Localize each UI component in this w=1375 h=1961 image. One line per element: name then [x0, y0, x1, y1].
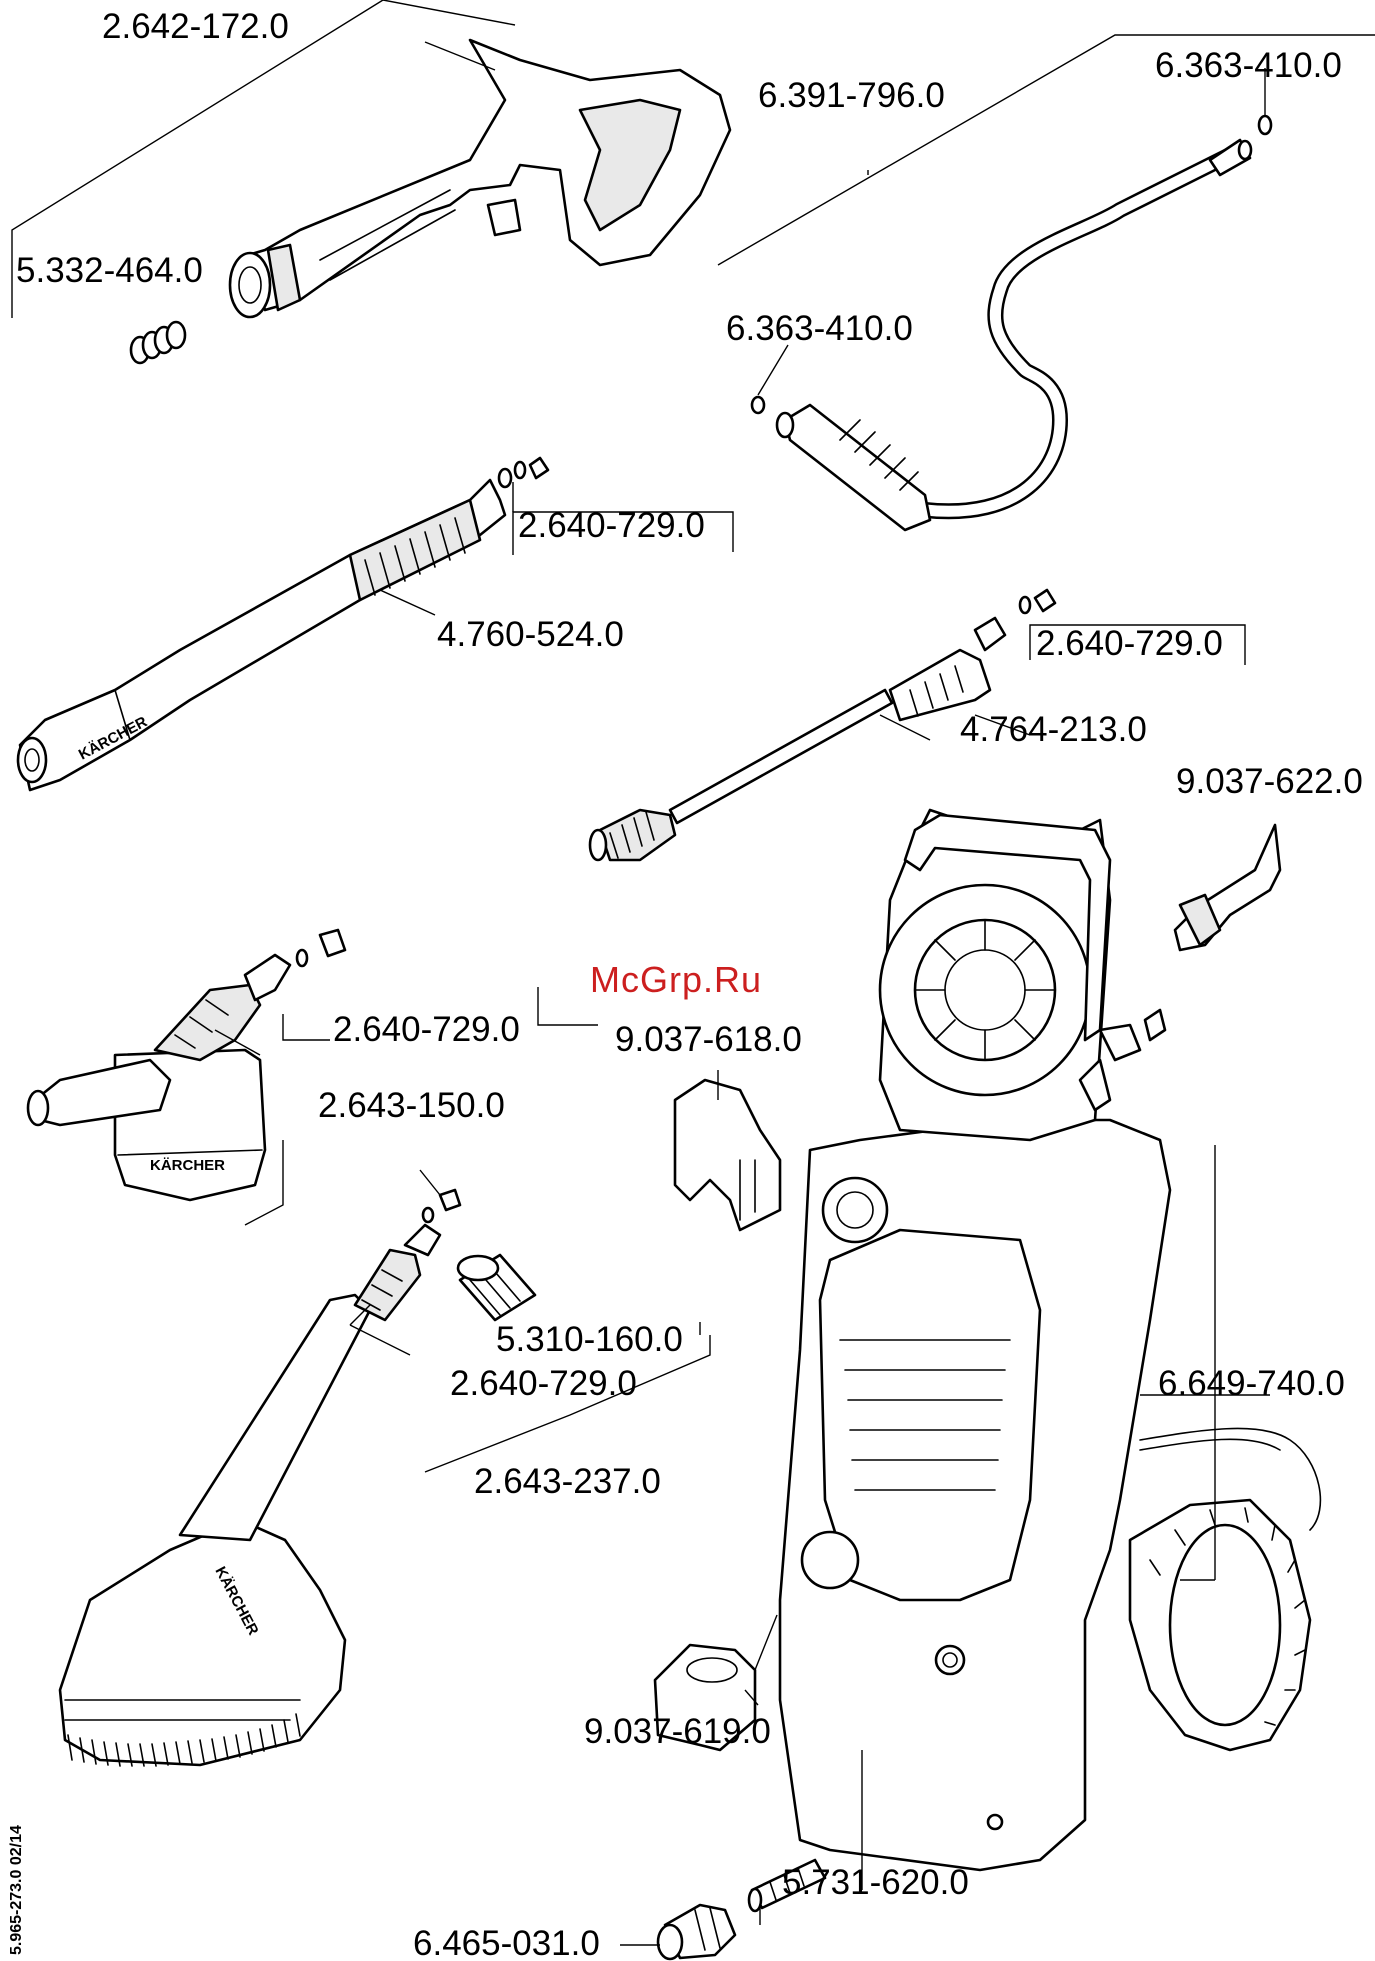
coupling [658, 1905, 735, 1959]
foam-brand-mark: KÄRCHER [150, 1157, 225, 1174]
hose-oring-top [1259, 116, 1271, 134]
holder-top [1175, 825, 1280, 950]
label-power-cord: 6.649-740.0 [1158, 1364, 1345, 1403]
vario-seal [499, 458, 548, 487]
dirtblaster-seal [1020, 590, 1055, 613]
label-dirtblaster-seal: 2.640-729.0 [1036, 624, 1223, 663]
vario-power-lance: KÄRCHER [18, 480, 505, 790]
label-holder-bottom: 9.037-619.0 [584, 1712, 771, 1751]
holder-left [675, 1080, 780, 1230]
wash-brush: KÄRCHER [60, 1225, 440, 1766]
label-filter: 5.731-620.0 [782, 1863, 969, 1902]
foam-nozzle: KÄRCHER [28, 955, 290, 1200]
document-number: 5.965-273.0 02/14 [8, 1825, 25, 1955]
gun-spring [131, 322, 185, 363]
label-holder-left: 9.037-618.0 [615, 1020, 802, 1059]
foam-seal [297, 930, 345, 966]
label-vario-lance: 4.760-524.0 [437, 615, 624, 654]
trigger-gun [230, 40, 730, 317]
label-vario-seal: 2.640-729.0 [518, 506, 705, 545]
cap [458, 1255, 535, 1320]
label-trigger-gun: 2.642-172.0 [102, 7, 289, 46]
pressure-washer-unit [780, 810, 1320, 1870]
label-hose: 6.391-796.0 [758, 76, 945, 115]
label-wash-brush: 2.643-237.0 [474, 1462, 661, 1501]
label-dirtblaster-lance: 4.764-213.0 [960, 710, 1147, 749]
watermark: McGrp.Ru [590, 959, 762, 1000]
label-cap: 5.310-160.0 [496, 1320, 683, 1359]
label-hose-oring-top: 6.363-410.0 [1155, 46, 1342, 85]
label-gun-spring: 5.332-464.0 [16, 251, 203, 290]
label-brush-seal: 2.640-729.0 [450, 1364, 637, 1403]
label-hose-oring-bottom: 6.363-410.0 [726, 309, 913, 348]
label-coupling: 6.465-031.0 [413, 1924, 600, 1961]
brush-seal [423, 1190, 460, 1222]
hose-oring-bottom [752, 397, 764, 413]
label-holder-top: 9.037-622.0 [1176, 762, 1363, 801]
label-foam-seal: 2.640-729.0 [333, 1010, 520, 1049]
label-foam-nozzle: 2.643-150.0 [318, 1086, 505, 1125]
